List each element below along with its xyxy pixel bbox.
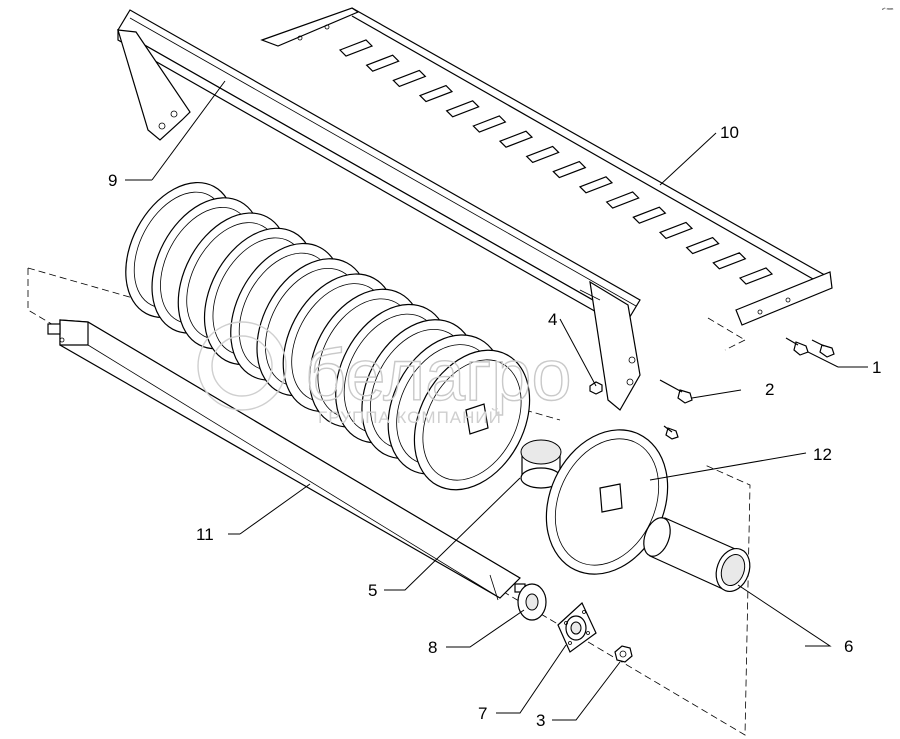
callout-11: 11 [196,525,214,544]
callout-5: 5 [368,581,377,600]
disc-hub [465,403,489,435]
scraper-tooth [605,191,640,209]
callout-6: 6 [844,637,853,656]
watermark: белагро ГРУППА КОМПАНИЙ [197,321,572,427]
end-disc [545,429,669,575]
callout-10: 10 [720,123,739,142]
scraper-tooth [738,267,774,285]
washer [517,583,547,621]
callout-4: 4 [548,310,557,329]
watermark-logo-icon [197,321,287,411]
scraper-tooth [712,252,747,270]
callout-3: 3 [536,711,545,730]
scraper-tooth [338,39,374,57]
scraper-tooth [365,54,400,72]
scraper-tooth [418,84,454,103]
scraper-tooth [632,206,667,224]
callout-2: 2 [765,380,774,399]
callout-1: 1 [872,358,881,377]
small-nut [589,381,603,395]
scraper-tooth [392,69,427,88]
scraper-tooth [658,221,694,240]
large-bushing [643,517,751,592]
scraper-tooth [472,115,507,133]
scraper-bar [260,7,833,326]
scraper-tooth [525,145,560,164]
scraper-tooth [685,236,720,255]
scraper-tooth [498,130,534,148]
scraper-tooth [578,176,614,194]
square-axle [47,319,526,601]
watermark-brand: белагро [305,336,571,416]
callout-8: 8 [428,638,437,657]
frame-beam [117,9,641,411]
callout-labels: 9 10 1 2 4 12 11 5 6 8 7 3 [108,123,881,730]
callout-7: 7 [478,704,487,723]
small-bushing [520,439,562,489]
bolts-1 [785,337,835,358]
flange-bearing [557,602,597,653]
roller-disc-rim [422,359,522,481]
watermark-tagline: ГРУППА КОМПАНИЙ [318,408,502,427]
corner-code: z* mm [882,6,894,11]
callout-9: 9 [108,171,117,190]
disc-roller [125,181,531,491]
nut [614,645,633,663]
bolts-2 [659,379,693,440]
scraper-tooth [445,100,480,118]
leader-lines [125,80,868,721]
callout-12: 12 [813,445,832,464]
scraper-tooth [552,160,587,179]
